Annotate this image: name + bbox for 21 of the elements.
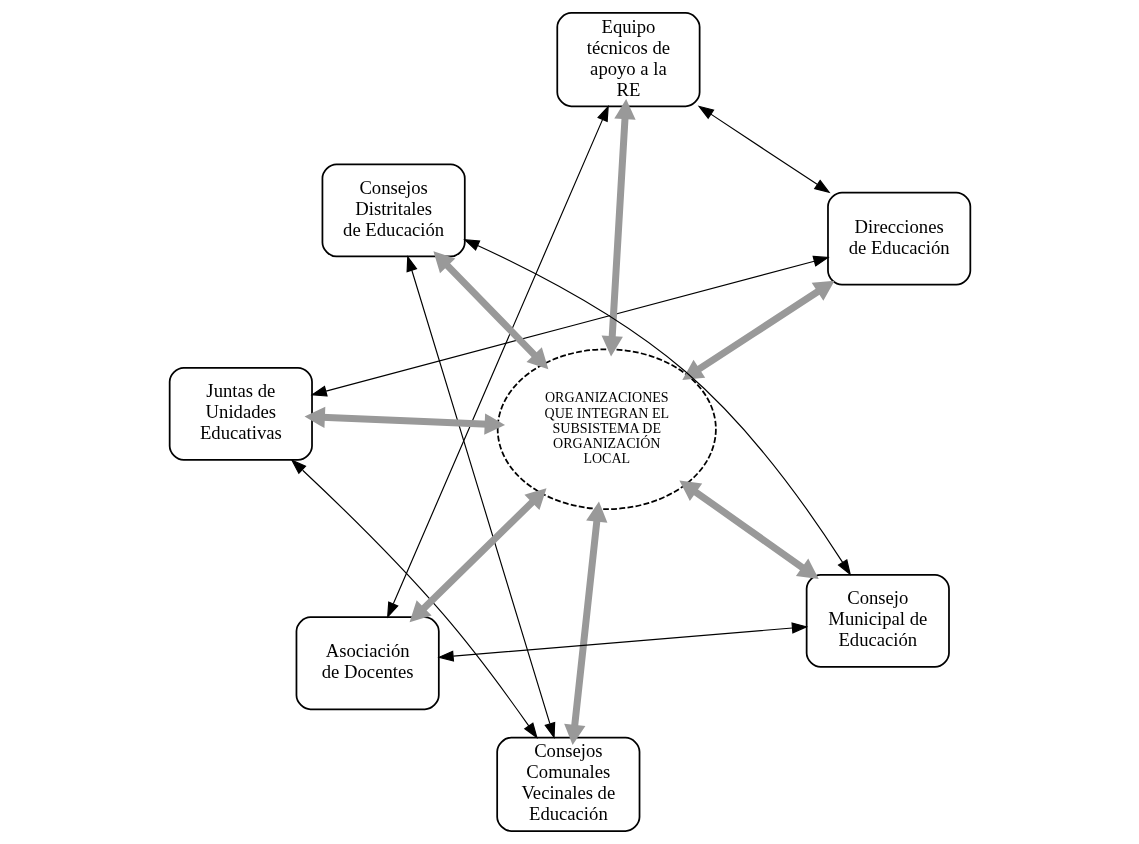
arrow [432, 251, 548, 370]
node-box: Equipo técnicos de apoyo a la RE [555, 12, 700, 108]
arrow [697, 105, 831, 194]
arrow [304, 406, 505, 435]
node-box: Consejo Municipal de Educación [805, 573, 950, 668]
arrow [409, 488, 546, 623]
arrow [406, 255, 555, 740]
node-box: Juntas de Unidades Educativas [168, 366, 313, 461]
arrow [462, 238, 851, 576]
arrow [563, 501, 607, 746]
arrow [601, 98, 636, 357]
node-box: Direcciones de Educación [826, 191, 971, 286]
node-box: Consejos Distritales de Educación [321, 163, 466, 258]
arrow [681, 280, 835, 380]
arrow [436, 622, 808, 662]
node-box: Consejos Comunales Vecinales de Educación [495, 736, 640, 832]
arrow [386, 104, 609, 619]
arrow [290, 459, 538, 739]
arrow [310, 255, 830, 397]
arrow [678, 480, 819, 580]
node-box: Asociación de Docentes [295, 616, 440, 711]
